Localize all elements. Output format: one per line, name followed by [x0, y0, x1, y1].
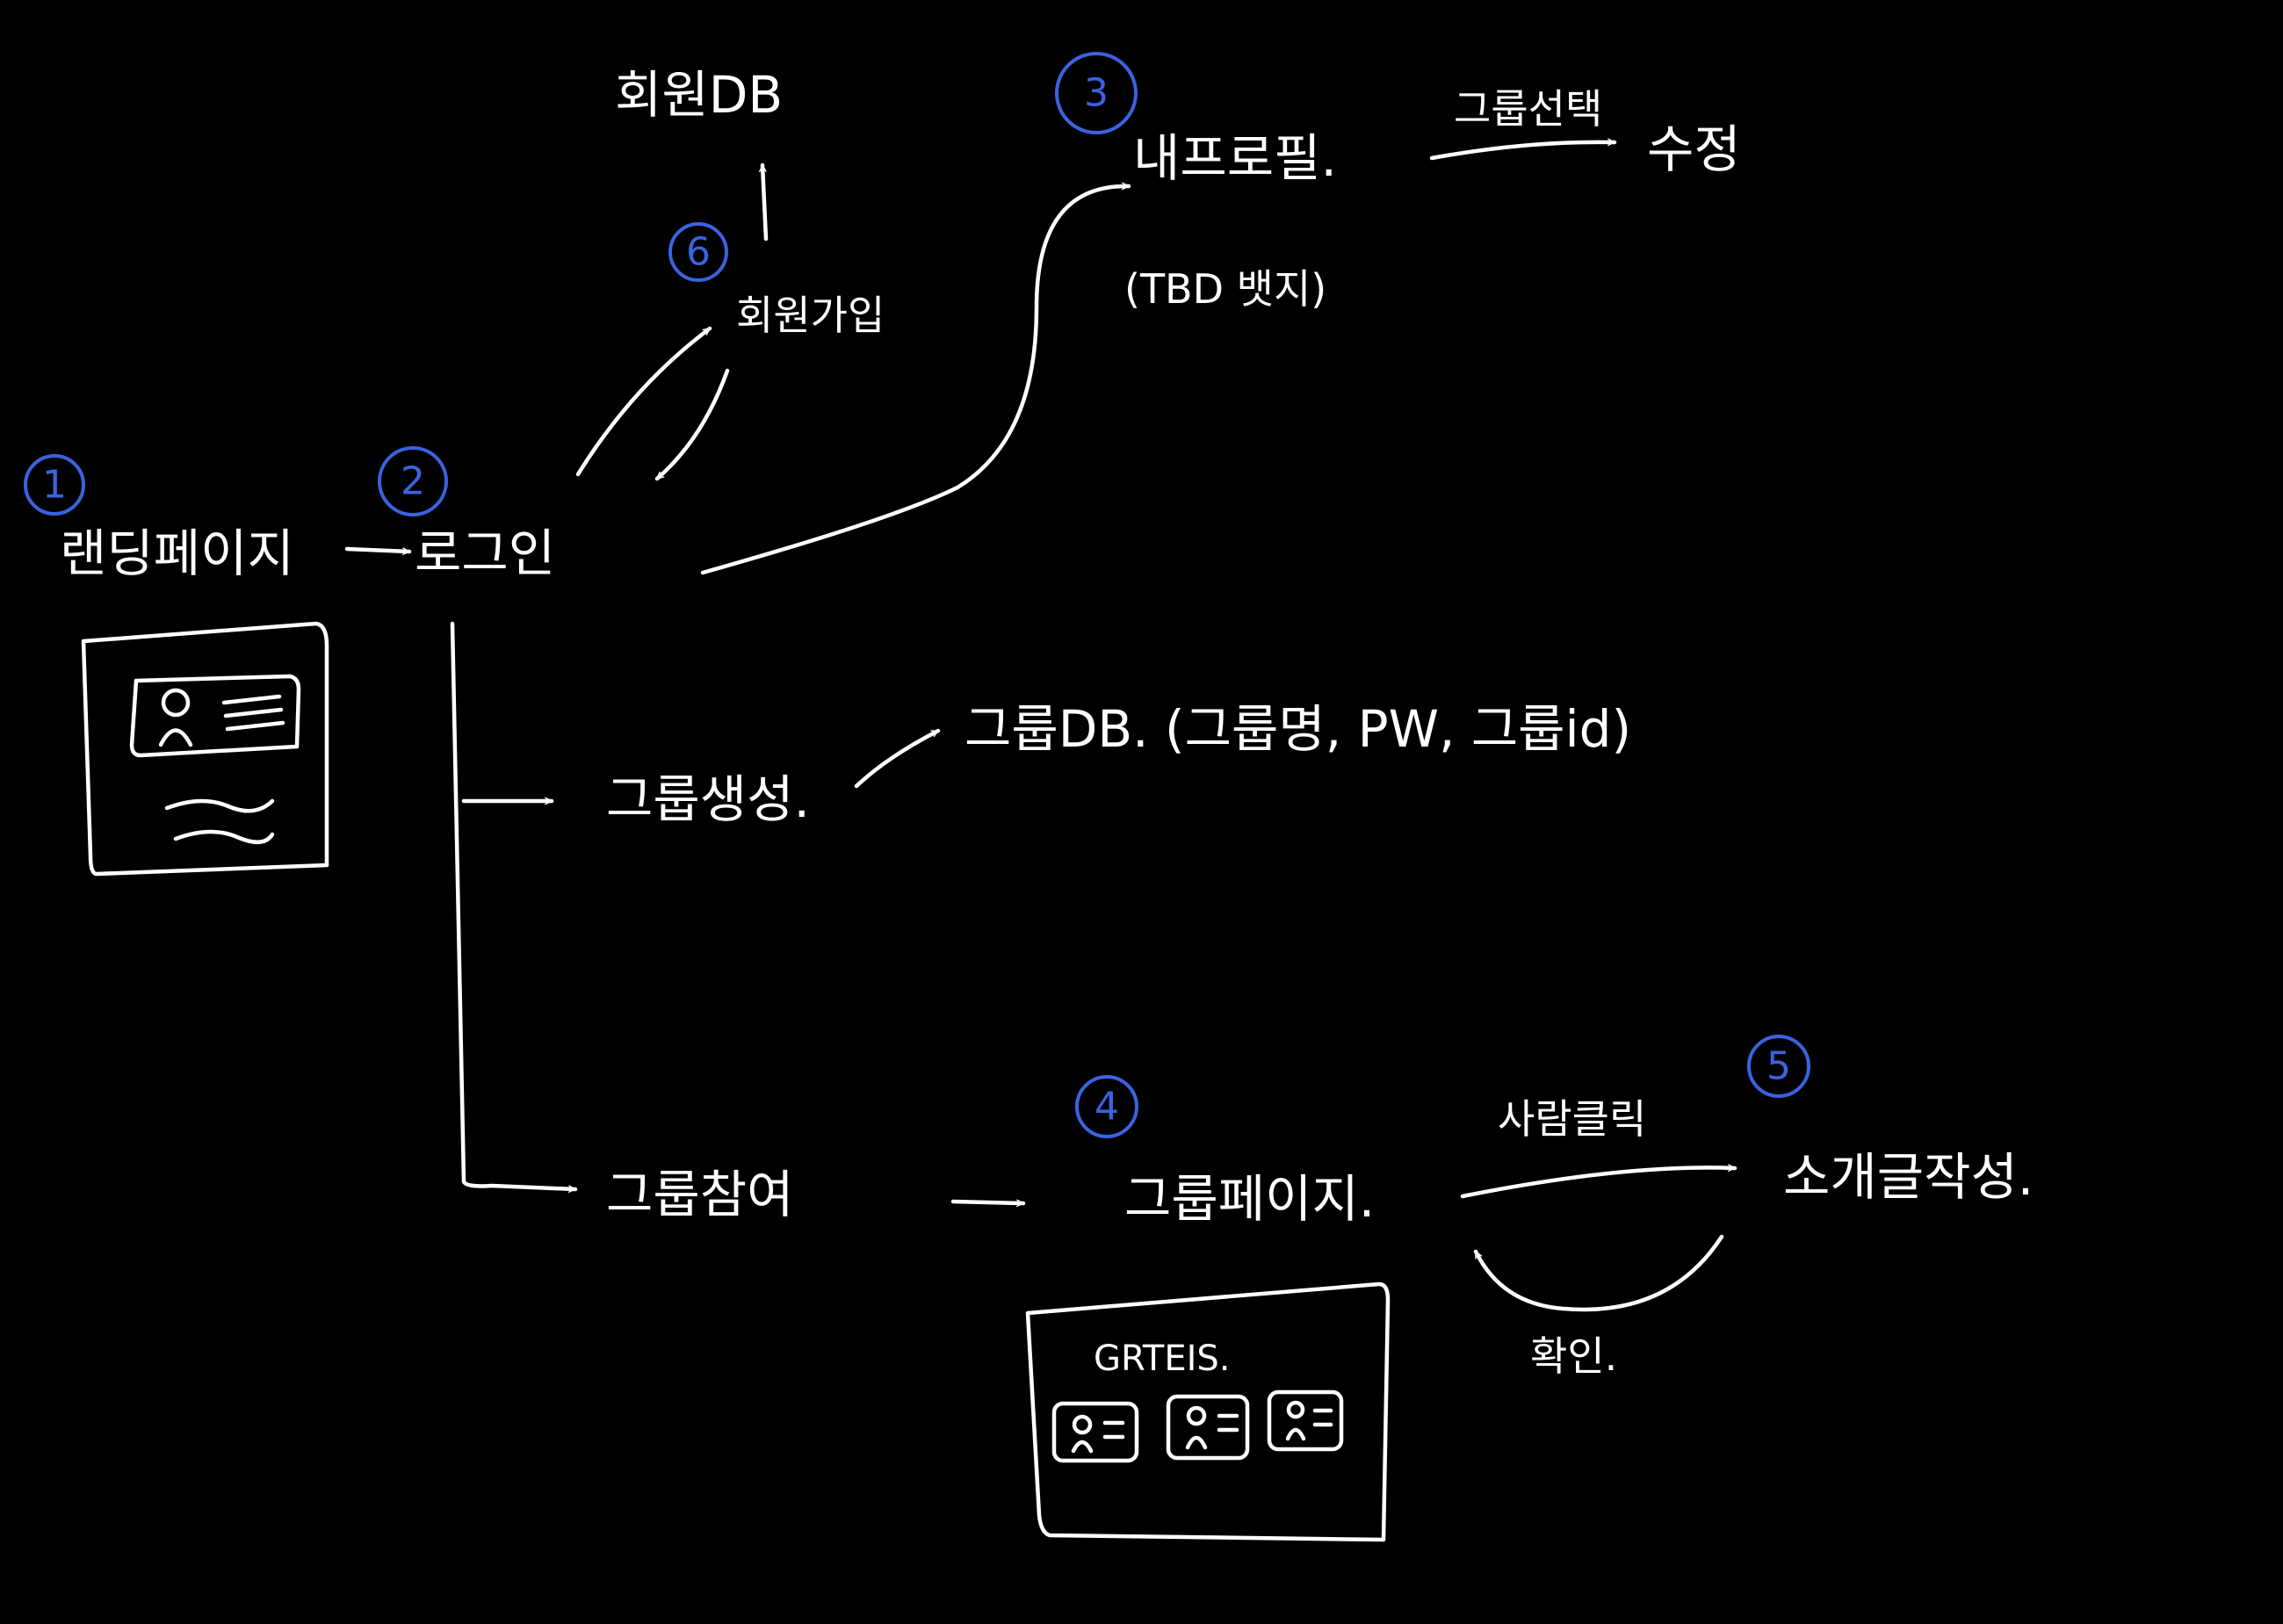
- step-marker-6: 6: [668, 222, 728, 282]
- edge-label-confirm: 확인.: [1530, 1332, 1617, 1380]
- arrow-login-to-profile: [700, 182, 1131, 575]
- arrow-intro-to-group-page: [1473, 1234, 1724, 1312]
- edge-label-person-click: 사람클릭: [1498, 1095, 1646, 1143]
- svg-text:2: 2: [401, 459, 425, 504]
- node-member-db: 회원DB: [615, 65, 783, 125]
- step-marker-1: 1: [24, 454, 85, 516]
- arrow-signup-to-member-db: [759, 162, 769, 242]
- landing-page-sketch: [81, 621, 329, 877]
- step-marker-4: 4: [1075, 1075, 1138, 1138]
- node-group-page: 그룹페이지.: [1124, 1169, 1375, 1229]
- node-intro-write: 소개글작성.: [1783, 1147, 2034, 1207]
- node-group-db: 그룹DB. (그룹명, PW, 그룹id): [964, 699, 1631, 759]
- node-group-join: 그룹참여: [606, 1165, 793, 1224]
- member-card: [1051, 1401, 1139, 1463]
- member-card: [1166, 1394, 1250, 1461]
- arrow-group-create-to-db: [854, 728, 941, 789]
- node-tbd-badge: (TBD 뱃지): [1124, 265, 1326, 313]
- node-edit: 수정: [1647, 119, 1741, 179]
- arrow-login-to-signup: [575, 326, 712, 477]
- person-icon: [158, 688, 193, 747]
- node-login: 로그인: [415, 523, 555, 583]
- group-box-title: GRTEIS.: [1094, 1339, 1231, 1379]
- step-marker-3: 3: [1055, 52, 1138, 134]
- node-my-profile: 내프로필.: [1133, 128, 1337, 188]
- node-signup: 회원가입: [736, 292, 885, 339]
- arrow-join-to-group-page: [950, 1199, 1026, 1208]
- arrow-landing-to-login: [344, 546, 412, 555]
- svg-text:4: 4: [1095, 1085, 1119, 1130]
- node-group-create: 그룹생성.: [606, 769, 810, 829]
- svg-text:6: 6: [686, 230, 711, 275]
- svg-text:3: 3: [1084, 71, 1109, 116]
- svg-text:5: 5: [1766, 1044, 1791, 1089]
- squiggle-line: [173, 829, 275, 844]
- svg-text:1: 1: [42, 463, 67, 508]
- connector-login-branch: [450, 621, 578, 1193]
- step-marker-5: 5: [1747, 1035, 1810, 1098]
- arrow-profile-to-edit: [1429, 138, 1617, 161]
- text-lines-icon: [221, 694, 285, 732]
- step-marker-2: 2: [378, 446, 448, 516]
- profile-card: [129, 674, 301, 758]
- arrow-group-page-to-intro: [1460, 1164, 1738, 1199]
- squiggle-line: [164, 798, 275, 813]
- arrow-signup-to-login: [654, 368, 730, 481]
- member-card: [1267, 1389, 1344, 1452]
- edge-label-group-select: 그룹선택: [1454, 85, 1602, 133]
- group-page-sketch: GRTEIS.: [1025, 1281, 1391, 1542]
- node-landing-page: 랜딩페이지: [60, 523, 294, 583]
